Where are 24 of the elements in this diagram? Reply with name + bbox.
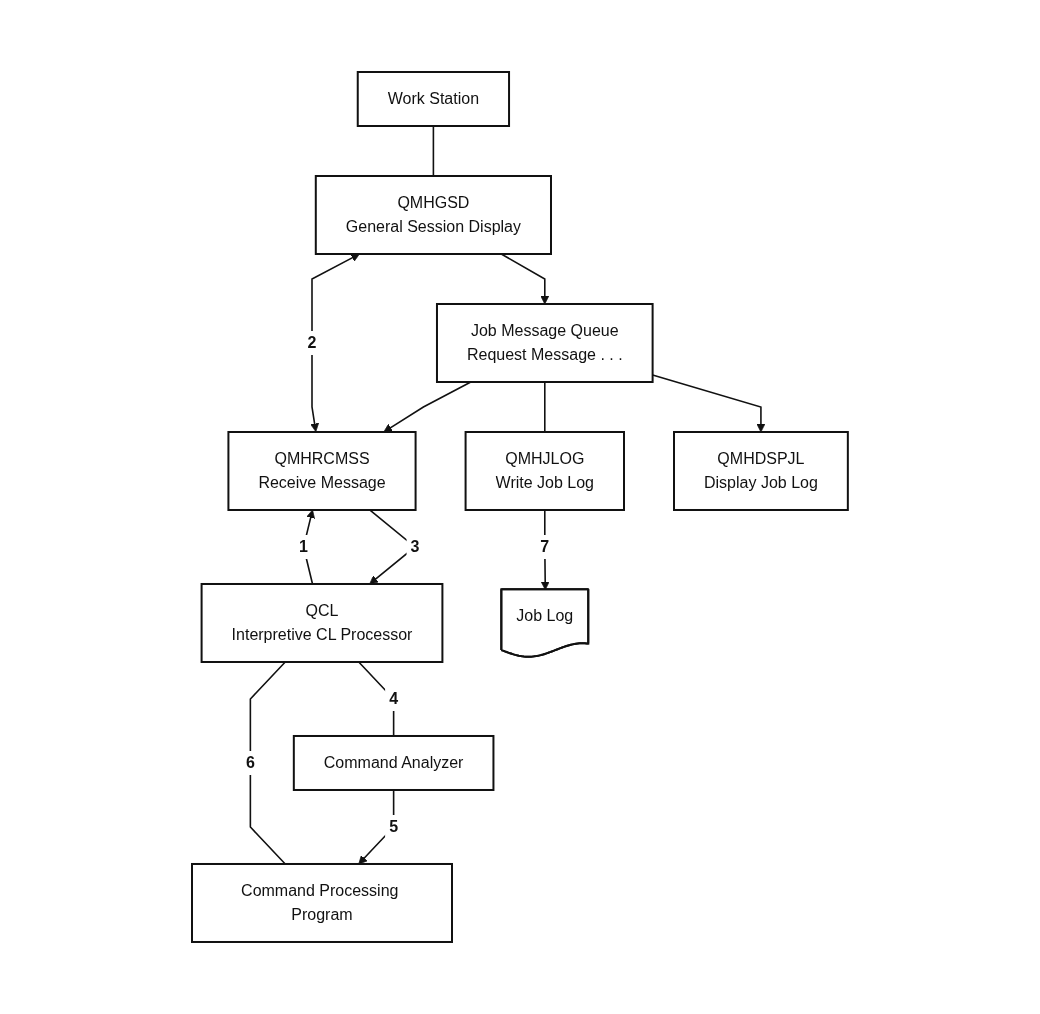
edge-label: 2	[307, 334, 317, 351]
arrow	[310, 253, 360, 432]
arrow	[383, 381, 472, 433]
node-box: QMHDSPJL Display Job Log	[673, 431, 849, 511]
edge-label: 5	[389, 817, 399, 835]
edge-label: 7	[540, 537, 550, 555]
node-box: Job Message Queue Request Message . . .	[436, 303, 654, 383]
edge-label: 3	[410, 537, 420, 555]
node-box: QCL Interpretive CL Processor	[200, 583, 444, 663]
arrow	[500, 253, 550, 305]
connector	[432, 125, 435, 177]
arrow	[358, 789, 395, 865]
node-box: Work Station	[356, 71, 511, 127]
node-box: QMHGSD General Session Display	[314, 175, 553, 255]
connector	[544, 381, 546, 433]
connector	[249, 661, 287, 865]
edge-label: 4	[389, 689, 399, 707]
connector	[358, 661, 395, 737]
node-box: QMHJLOG Write Job Log	[464, 431, 626, 511]
edge-label: 1	[299, 537, 309, 555]
node-box: Command Processing Program	[191, 863, 454, 943]
edge-label: 6	[245, 753, 255, 771]
node-box: Command Analyzer	[292, 735, 495, 791]
node-box: QMHRCMSS Receive Message	[227, 431, 417, 511]
